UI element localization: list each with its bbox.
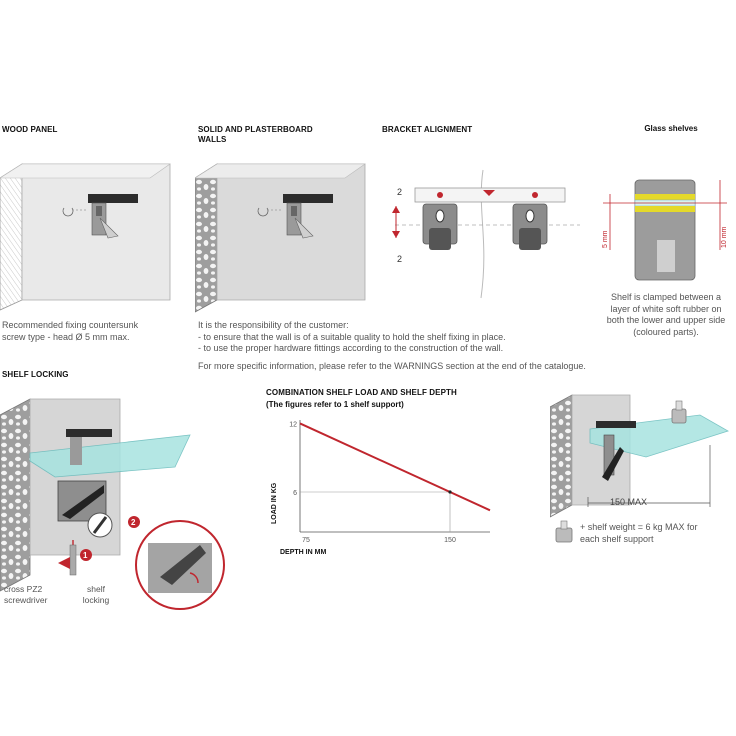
- data-point: [448, 490, 452, 494]
- alignment-label-bottom: 2: [397, 254, 402, 264]
- caption-line: Recommended fixing countersunk: [2, 320, 139, 330]
- caption-line: screw type - head Ø 5 mm max.: [2, 331, 130, 342]
- tool-label-line: screwdriver: [4, 595, 48, 605]
- shelf-locking-illustration: 1 2: [0, 398, 225, 610]
- glass-shelves-caption: Shelf is clamped between a layer of whit…: [596, 292, 736, 338]
- caption-line: layer of white soft rubber on: [610, 303, 722, 314]
- shelf-dimension-label: 150 MAX: [610, 497, 648, 507]
- alignment-label-top: 2: [397, 187, 402, 197]
- text-line: It is the responsibility of the customer…: [198, 320, 349, 330]
- title-line: SOLID AND PLASTERBOARD: [198, 125, 313, 134]
- step-2-badge: 2: [131, 518, 136, 527]
- lock-label-line: shelf: [87, 584, 105, 594]
- chart-title: COMBINATION SHELF LOAD AND SHELF DEPTH: [266, 388, 457, 397]
- bracket-alignment-title: BRACKET ALIGNMENT: [382, 125, 473, 134]
- glass-shelves-title: Glass shelves: [644, 124, 698, 133]
- weight-icon: [555, 520, 573, 543]
- solid-walls-text: It is the responsibility of the customer…: [198, 320, 638, 372]
- weight-note-line: + shelf weight = 6 kg MAX for: [580, 522, 698, 532]
- shelf-load-illustration: [550, 394, 729, 518]
- caption-line: Shelf is clamped between a: [610, 292, 722, 302]
- step-1-badge: 1: [83, 551, 88, 560]
- load-depth-chart: LOAD IN KG DEPTH IN MM 12 6 75 150: [271, 420, 491, 556]
- title-line: WALLS: [198, 135, 227, 144]
- tool-label: cross PZ2 screwdriver: [4, 584, 47, 606]
- y-tick-label: 12: [289, 421, 297, 428]
- x-tick-label: 150: [444, 537, 456, 544]
- x-axis-label: DEPTH IN MM: [280, 549, 326, 556]
- bracket-alignment-illustration: 2 2: [392, 169, 580, 299]
- text-line: For more specific information, please re…: [198, 360, 586, 371]
- lock-label: shelf locking: [78, 584, 114, 606]
- wood-panel-title: WOOD PANEL: [2, 125, 58, 134]
- weight-note: + shelf weight = 6 kg MAX for each shelf…: [580, 522, 730, 545]
- solid-walls-title: SOLID AND PLASTERBOARD WALLS: [198, 125, 313, 145]
- x-tick-label: 75: [302, 537, 310, 544]
- clamp-dim-right: 10 mm: [721, 226, 728, 248]
- wood-panel-illustration: [0, 163, 171, 311]
- wood-panel-caption: Recommended fixing countersunk screw typ…: [2, 320, 138, 343]
- shelf-locking-title: SHELF LOCKING: [2, 370, 69, 379]
- tool-label-line: cross PZ2: [4, 584, 43, 594]
- y-axis-label: LOAD IN KG: [271, 482, 278, 524]
- text-line: - to use the proper hardware fittings ac…: [198, 343, 504, 353]
- clamp-dim-left: 5 mm: [602, 230, 609, 248]
- weight-note-line: each shelf support: [580, 533, 654, 544]
- solid-wall-illustration: [195, 163, 366, 313]
- caption-line: both the lower and upper side: [606, 315, 726, 325]
- caption-line: (coloured parts).: [633, 326, 699, 337]
- text-line: - to ensure that the wall is of a suitab…: [198, 331, 506, 342]
- chart-subtitle: (The figures refer to 1 shelf support): [266, 400, 404, 409]
- glass-shelf-clamp-illustration: 5 mm 10 mm: [602, 179, 728, 281]
- lock-label-line: locking: [82, 595, 110, 605]
- y-tick-label: 6: [293, 490, 297, 497]
- series-line: [299, 422, 491, 512]
